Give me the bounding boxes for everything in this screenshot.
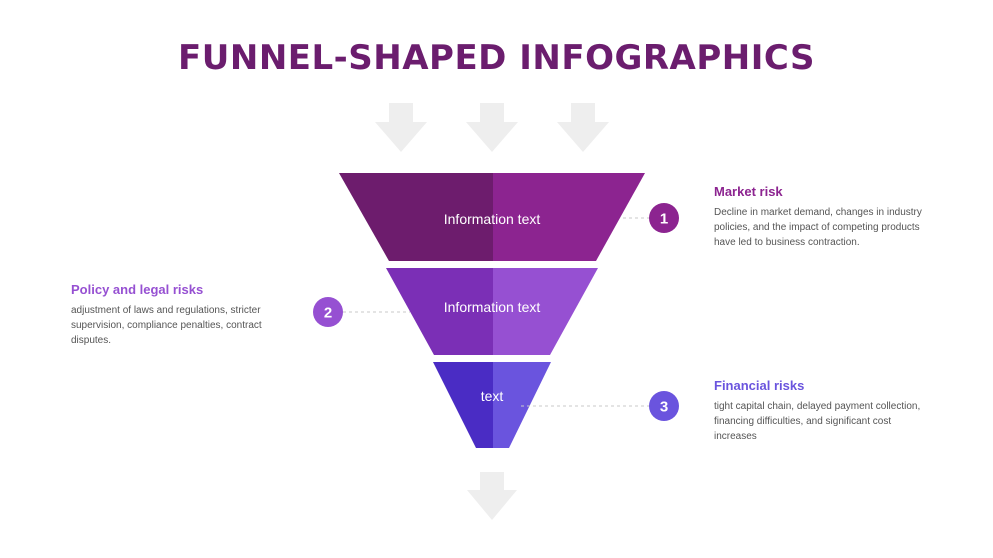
item-financial-risks: Financial risks tight capital chain, del… — [714, 378, 934, 444]
funnel-segment-label: text — [481, 388, 504, 404]
badge-3: 3 — [649, 391, 679, 421]
arrow-down-icon — [467, 472, 517, 520]
funnel-segment-3: text — [433, 362, 551, 448]
funnel-segment-2: Information text — [386, 268, 598, 355]
funnel-segment-label: Information text — [444, 299, 541, 315]
page-title: FUNNEL-SHAPED INFOGRAPHICS — [178, 38, 815, 78]
arrow-down-icon — [557, 103, 609, 152]
funnel-segment-1: Information text — [339, 173, 645, 261]
arrow-down-icon — [375, 103, 427, 152]
item-description: tight capital chain, delayed payment col… — [714, 401, 921, 442]
item-policy-legal-risks: Policy and legal risks adjustment of law… — [71, 282, 291, 348]
svg-text:1: 1 — [660, 211, 668, 228]
svg-text:2: 2 — [324, 305, 332, 322]
badge-2: 2 — [313, 297, 343, 327]
item-heading: Policy and legal risks — [71, 282, 204, 297]
badge-1: 1 — [649, 203, 679, 233]
item-heading: Financial risks — [714, 378, 805, 393]
funnel-segment-label: Information text — [444, 211, 541, 227]
svg-text:3: 3 — [660, 399, 668, 416]
item-description: adjustment of laws and regulations, stri… — [71, 305, 262, 346]
item-heading: Market risk — [714, 184, 783, 199]
item-market-risk: Market risk Decline in market demand, ch… — [714, 184, 934, 250]
arrow-down-icon — [466, 103, 518, 152]
item-description: Decline in market demand, changes in ind… — [714, 207, 922, 248]
